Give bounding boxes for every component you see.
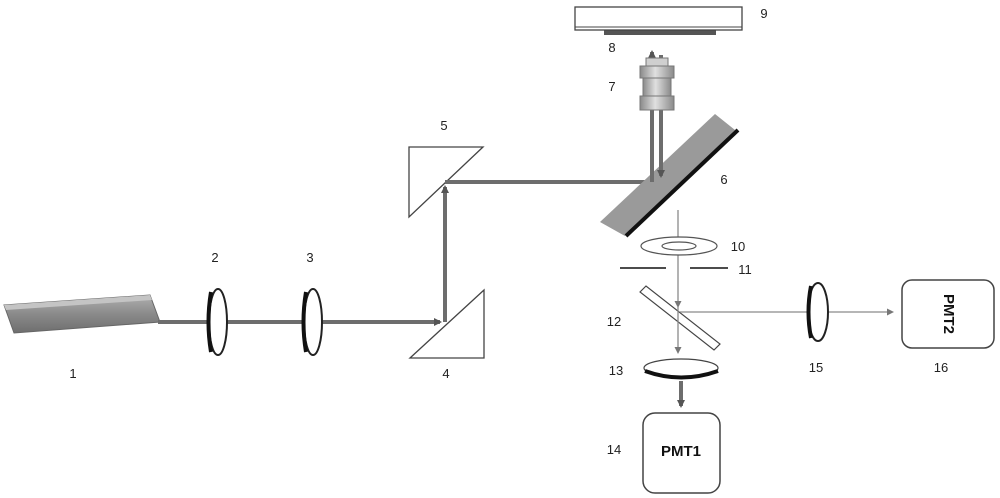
lens-10	[640, 236, 718, 256]
prism-4	[408, 288, 485, 359]
filter-13	[643, 358, 719, 380]
label-16: 16	[934, 360, 948, 375]
label-14: 14	[607, 442, 621, 457]
label-15: 15	[809, 360, 823, 375]
pmt2-label: PMT2	[940, 294, 957, 334]
label-3: 3	[306, 250, 313, 265]
beam-splitter-12	[639, 285, 721, 351]
label-10: 10	[731, 239, 745, 254]
lens-2	[206, 288, 228, 356]
label-6: 6	[720, 172, 727, 187]
sample-8	[604, 30, 716, 35]
label-13: 13	[609, 363, 623, 378]
label-8: 8	[608, 40, 615, 55]
label-2: 2	[211, 250, 218, 265]
label-11: 11	[738, 262, 752, 277]
objective-lens-7	[639, 57, 675, 111]
label-9: 9	[760, 6, 767, 21]
dichroic-mirror-6	[600, 114, 740, 238]
label-7: 7	[608, 79, 615, 94]
pmt1-label: PMT1	[661, 443, 701, 460]
label-4: 4	[442, 366, 449, 381]
label-12: 12	[607, 314, 621, 329]
label-1: 1	[69, 366, 76, 381]
stage-9	[574, 6, 743, 31]
label-5: 5	[440, 118, 447, 133]
filter-15	[806, 282, 829, 342]
pmt1-detector: PMT1	[642, 412, 721, 494]
pmt2-detector: PMT2	[901, 279, 995, 349]
lens-3	[301, 288, 323, 356]
laser-source	[3, 294, 161, 334]
